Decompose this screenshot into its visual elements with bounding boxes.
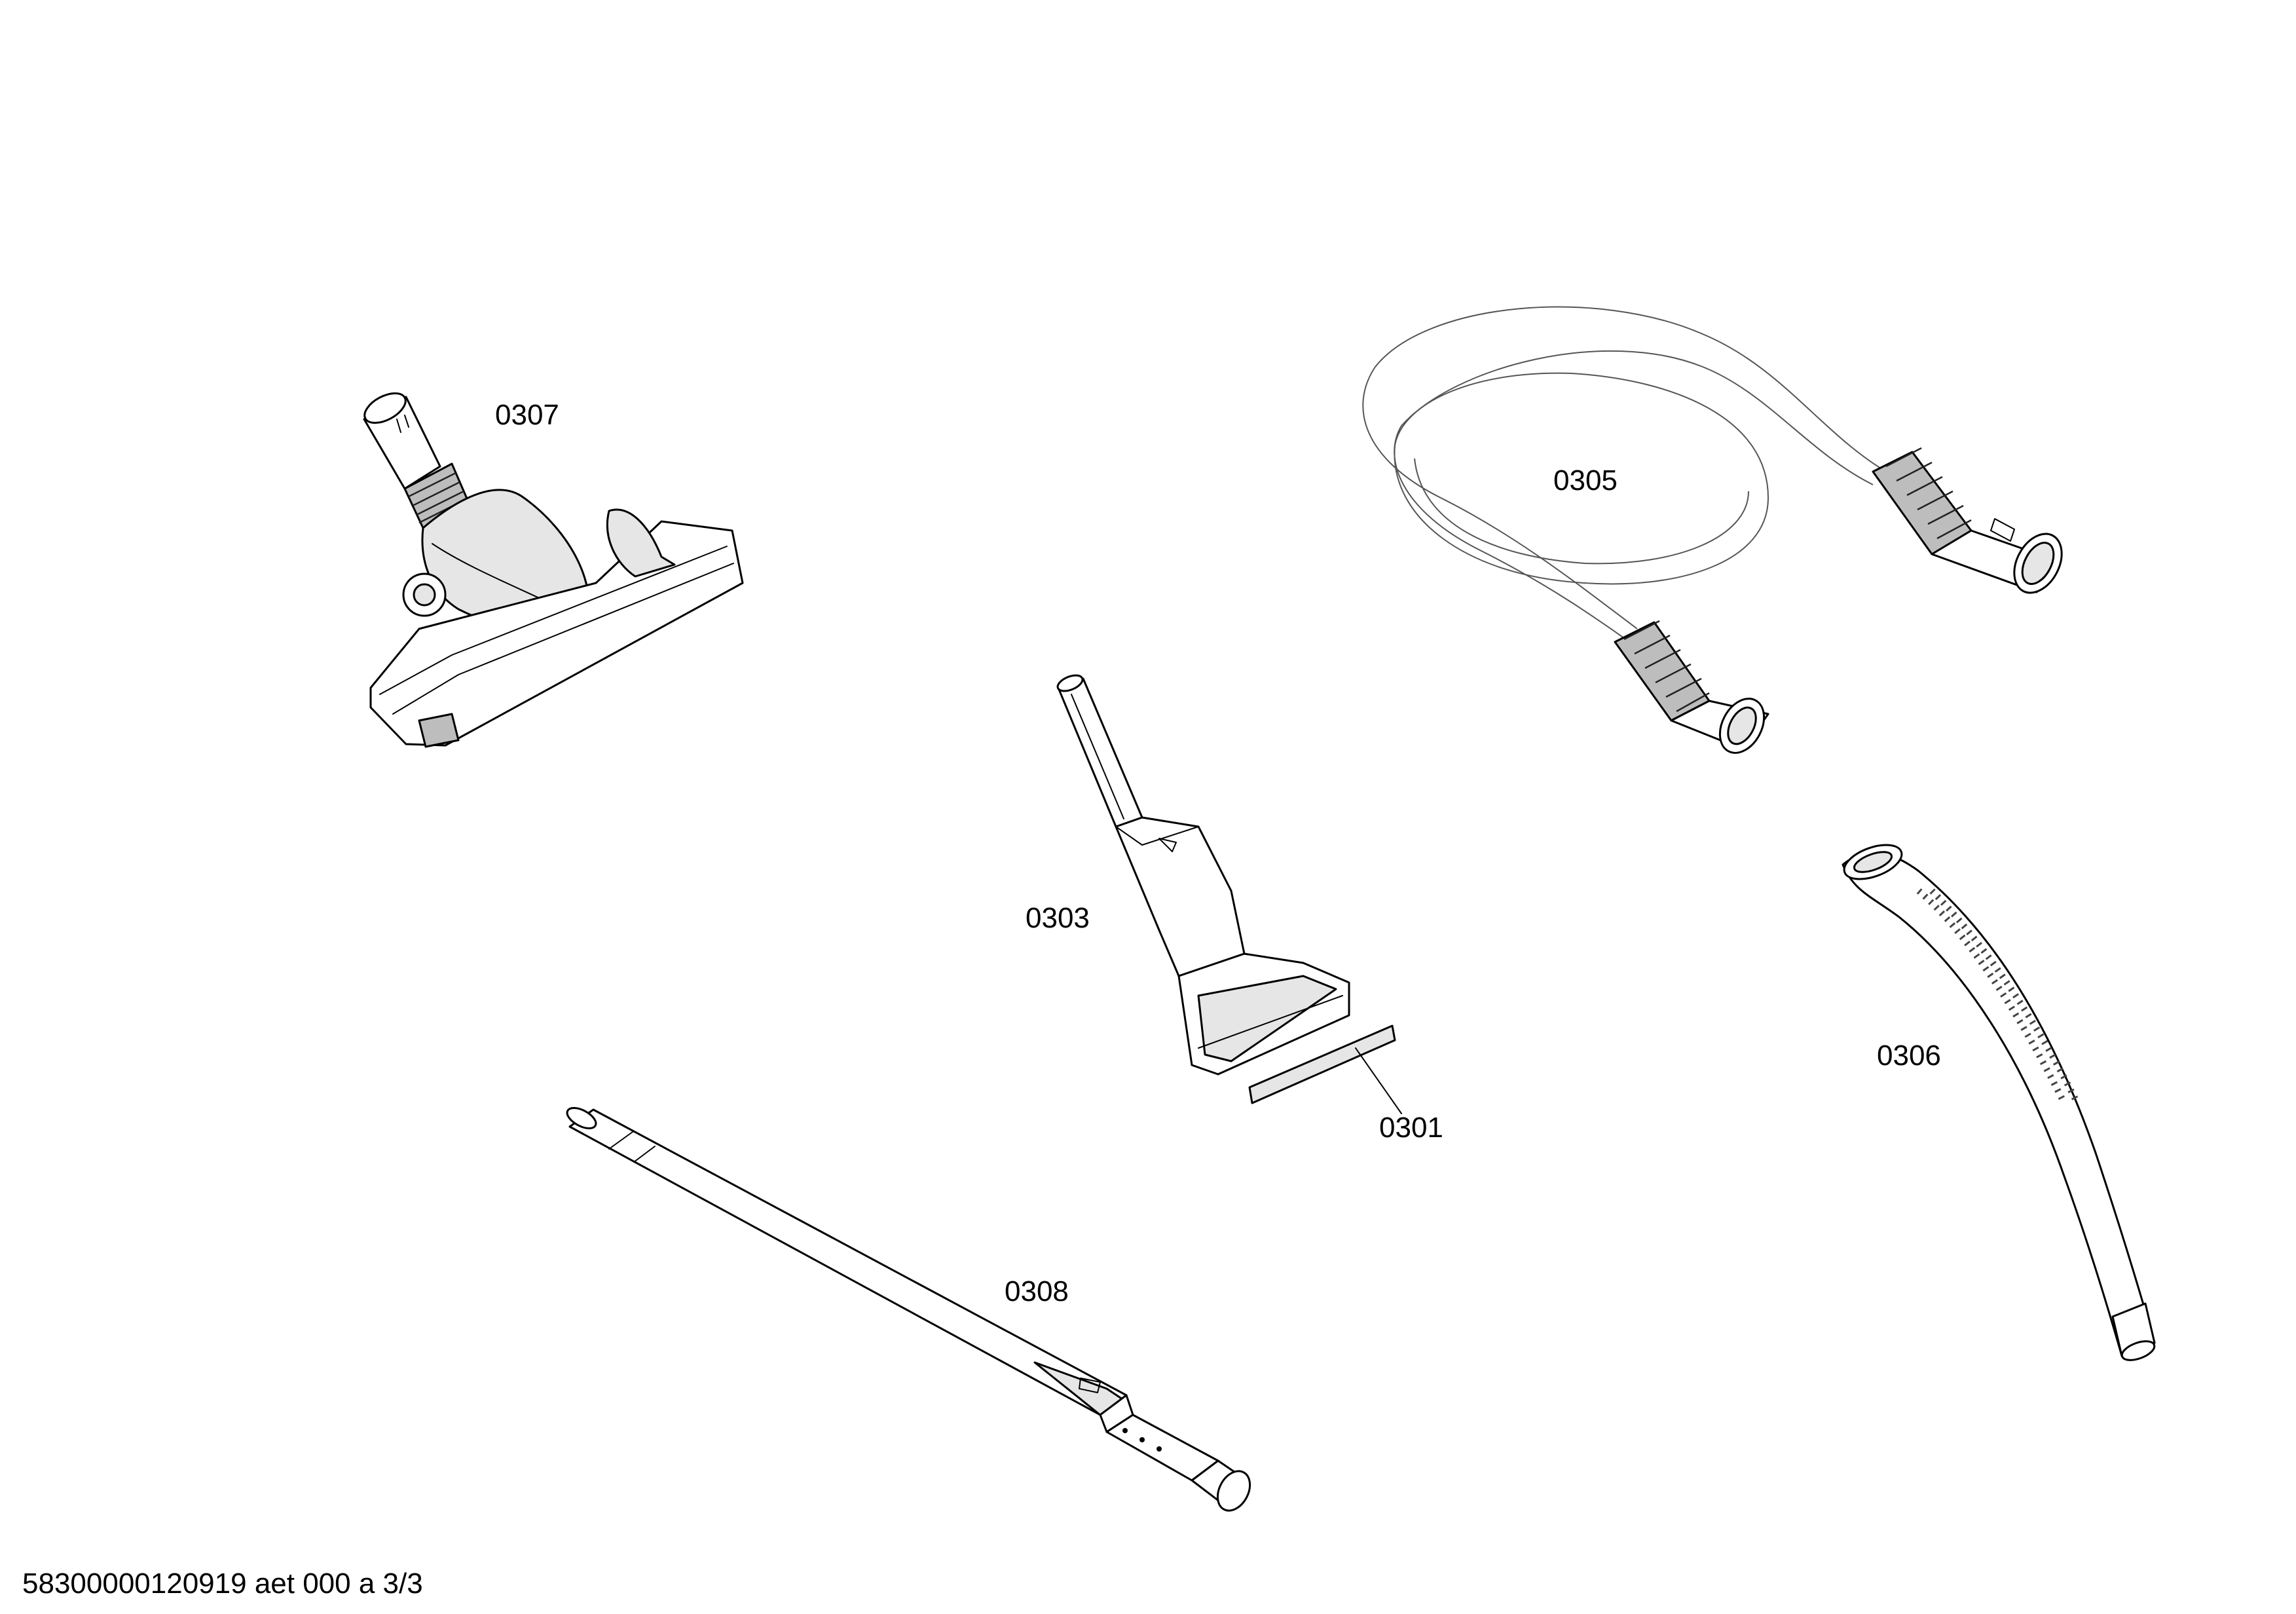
part-label-0301: 0301 xyxy=(1379,1112,1443,1144)
part-label-0307: 0307 xyxy=(495,399,559,431)
part-label-0306: 0306 xyxy=(1877,1040,1941,1072)
part-label-0303: 0303 xyxy=(1026,902,1090,934)
part-label-0305: 0305 xyxy=(1553,464,1618,497)
brush-strip-drawing xyxy=(1248,1024,1402,1114)
upholstery-nozzle-drawing xyxy=(1056,674,1350,1076)
suction-hose-drawing xyxy=(1362,306,2063,754)
handle-drawing xyxy=(1842,844,2156,1361)
document-code: 58300000120919 aet 000 a 3/3 xyxy=(22,1567,423,1600)
part-label-0308: 0308 xyxy=(1005,1275,1069,1307)
telescopic-tube-drawing xyxy=(566,1107,1251,1512)
floor-nozzle-drawing xyxy=(363,392,744,748)
